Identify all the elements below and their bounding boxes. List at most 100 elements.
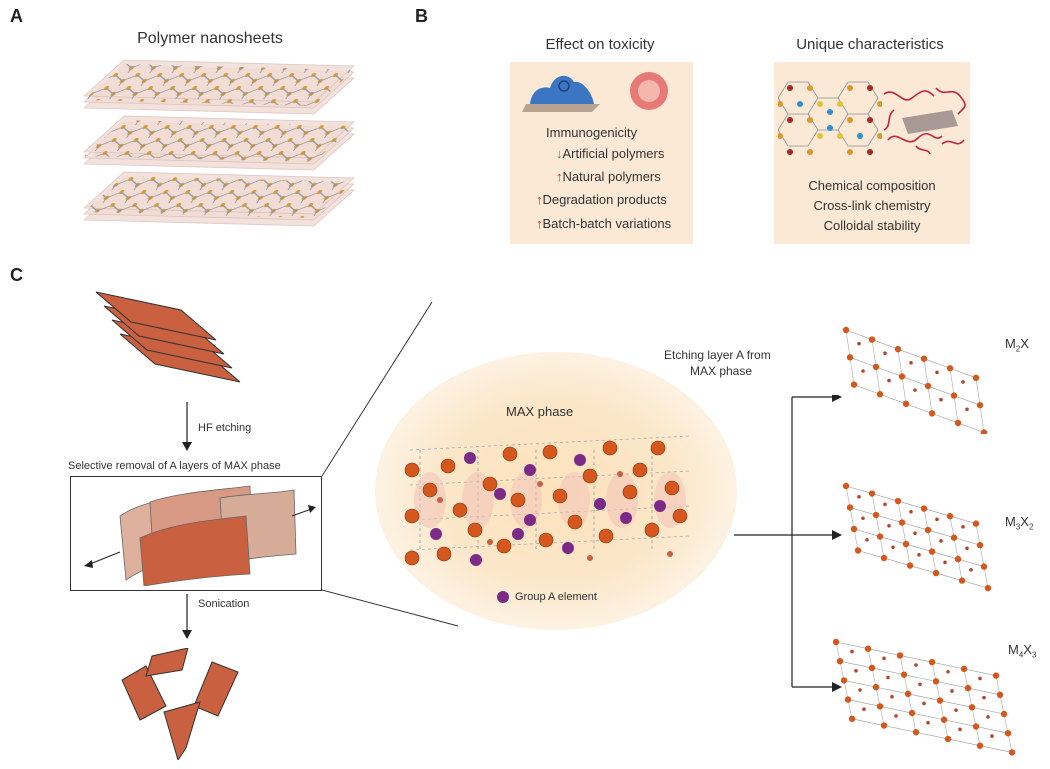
product-atom-small <box>922 701 926 706</box>
product-atom <box>906 562 914 569</box>
arrow-up-icon: ↑ <box>536 216 543 231</box>
product-bond <box>871 493 899 502</box>
product-bond <box>843 680 877 688</box>
product-atom-small <box>965 546 969 551</box>
max-atom <box>482 476 498 492</box>
product-atom-small <box>857 494 861 499</box>
product-bond <box>853 528 859 551</box>
branch-arrows <box>734 395 842 692</box>
lattice-atom <box>867 117 873 123</box>
product-atom <box>846 504 854 511</box>
lattice-atom <box>847 85 853 91</box>
product-atom <box>900 671 908 678</box>
max-atom <box>632 462 648 478</box>
product-atom-small <box>894 714 898 718</box>
max-phase-title: MAX phase <box>506 404 574 419</box>
max-atom <box>496 538 512 554</box>
product-atom <box>880 554 888 562</box>
product-bond <box>905 403 933 414</box>
product-atom-small <box>891 545 895 550</box>
product-atom-small <box>978 676 982 681</box>
product-atom-small <box>939 397 943 402</box>
product-bond <box>931 661 965 670</box>
product-atom <box>864 645 872 652</box>
lattice-atom <box>807 149 813 155</box>
product-bond <box>957 559 963 581</box>
product-atom <box>840 677 848 684</box>
crystal-edge <box>409 470 691 486</box>
product-bond <box>867 648 873 668</box>
product-atom <box>902 540 910 548</box>
product-atom-small <box>850 649 854 654</box>
product-bond <box>901 522 929 531</box>
panel-a-letter: A <box>10 6 23 26</box>
product-bond <box>849 357 877 368</box>
tox-item-1: ↓Artificial polymers <box>556 146 664 161</box>
lattice-atom <box>867 85 873 91</box>
product-atom <box>972 520 980 527</box>
max-atom <box>510 492 526 508</box>
product-bond <box>839 660 873 669</box>
product-bond <box>971 706 1005 715</box>
product-bond <box>897 349 903 377</box>
product-atom-small <box>961 380 965 384</box>
product-bond <box>835 641 869 650</box>
group-a-atom <box>524 464 536 476</box>
lattice-atom <box>778 101 783 107</box>
product-bond <box>879 393 907 405</box>
product-bond <box>979 745 1013 753</box>
product-bond <box>995 675 1001 695</box>
product-atom-small <box>918 682 922 687</box>
product-atom-small <box>886 675 890 680</box>
x-atom <box>617 471 623 477</box>
max-atom <box>622 484 638 500</box>
product-bond <box>953 537 981 546</box>
max-atom <box>538 532 554 548</box>
x-atom <box>487 539 493 545</box>
arrow-down-icon: ↓ <box>556 146 563 161</box>
product-bond <box>901 522 907 545</box>
group-a-atom <box>464 452 476 464</box>
max-atom <box>404 462 420 478</box>
product-bond <box>871 339 877 367</box>
product-label-m3x2: M3X2 <box>1005 514 1033 532</box>
product-atom <box>880 722 888 729</box>
product-bond <box>907 693 913 714</box>
product-atom <box>836 658 844 665</box>
product-bond <box>903 674 937 682</box>
lattice-atom <box>797 101 803 107</box>
product-atom <box>928 658 936 666</box>
product-bond <box>923 358 929 387</box>
arrow-up-icon: ↑ <box>536 192 543 207</box>
product-atom <box>898 519 906 526</box>
product-bond <box>979 405 985 433</box>
x-atom <box>437 497 443 503</box>
product-bond <box>879 536 907 545</box>
product-bond <box>835 641 841 662</box>
product-atom <box>872 363 880 371</box>
product-2-sub2: 3 <box>1031 650 1037 660</box>
product-bond <box>931 413 959 424</box>
product-bond <box>1003 713 1009 734</box>
product-atom <box>980 429 988 434</box>
product-atom <box>976 742 984 749</box>
product-bond <box>883 725 917 733</box>
product-bond <box>897 348 925 359</box>
arrow-up-icon: ↑ <box>556 169 563 184</box>
product-atom-small <box>954 708 958 712</box>
max-atom <box>502 446 518 462</box>
max-atom <box>404 508 420 524</box>
product-bond <box>931 551 959 560</box>
product-bond <box>975 726 1009 734</box>
crystal-lattice-icon <box>778 81 882 155</box>
product-bond <box>845 329 873 340</box>
product-atom <box>958 577 966 584</box>
product-atom-small <box>917 553 921 557</box>
product-bond <box>943 719 977 727</box>
product-atom <box>954 419 962 427</box>
product-bond <box>915 731 949 740</box>
polymer-network <box>84 176 354 218</box>
m3x2-structure-icon <box>842 482 992 592</box>
product-atom-small <box>861 516 865 521</box>
product-bond <box>953 395 959 423</box>
